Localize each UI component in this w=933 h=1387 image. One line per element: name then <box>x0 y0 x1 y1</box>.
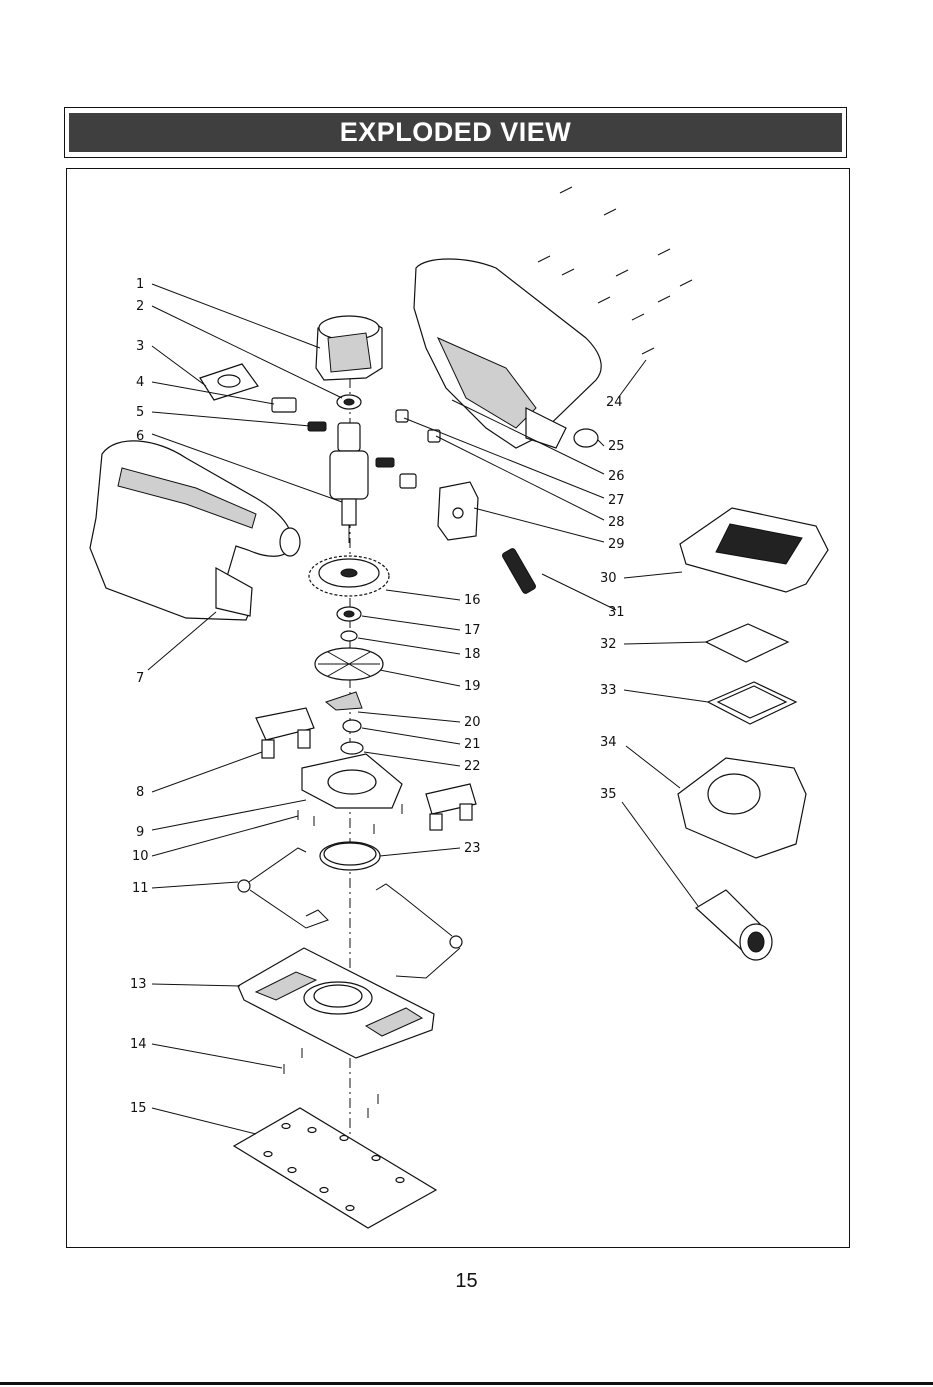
callout-16: 16 <box>464 593 481 608</box>
base-13 <box>238 948 434 1058</box>
callout-7: 7 <box>136 671 144 686</box>
stator <box>316 316 382 380</box>
callout-1: 1 <box>136 277 144 292</box>
callout-17: 17 <box>464 623 481 638</box>
callout-24: 24 <box>606 395 623 410</box>
callout-9: 9 <box>136 825 144 840</box>
callout-28: 28 <box>608 515 625 530</box>
fan-16 <box>309 556 389 596</box>
guide-8 <box>256 708 314 758</box>
spring-12 <box>376 884 462 978</box>
housing-right <box>414 259 601 448</box>
housing-left <box>90 441 300 620</box>
brush-holder-4 <box>272 398 296 412</box>
tube-31 <box>501 548 536 595</box>
filter-32 <box>706 624 788 662</box>
brush-5 <box>308 422 326 431</box>
callout-35: 35 <box>600 787 617 802</box>
adapter-35 <box>696 890 772 960</box>
page-number: 15 <box>0 1270 933 1293</box>
screws-14 <box>284 1048 378 1118</box>
dust-cover-30 <box>680 508 828 592</box>
callout-25: 25 <box>608 439 625 454</box>
callout-10: 10 <box>132 849 149 864</box>
callout-22: 22 <box>464 759 481 774</box>
o-ring-25 <box>574 429 598 447</box>
callout-29: 29 <box>608 537 625 552</box>
leader-lines <box>148 284 708 1134</box>
callout-14: 14 <box>130 1037 147 1052</box>
callout-32: 32 <box>600 637 617 652</box>
counterweight-20 <box>326 692 362 710</box>
callout-15: 15 <box>130 1101 147 1116</box>
callout-5: 5 <box>136 405 144 420</box>
callout-33: 33 <box>600 683 617 698</box>
nut-21 <box>343 720 361 732</box>
callout-4: 4 <box>136 375 144 390</box>
washer-18 <box>341 631 357 641</box>
callout-20: 20 <box>464 715 481 730</box>
callout-34: 34 <box>600 735 617 750</box>
bearing-22 <box>341 742 363 754</box>
callout-31: 31 <box>608 605 625 620</box>
callout-11: 11 <box>132 881 149 896</box>
callout-21: 21 <box>464 737 481 752</box>
guide-8b <box>426 784 476 830</box>
title-frame: EXPLODED VIEW <box>64 107 847 158</box>
callout-13: 13 <box>130 977 147 992</box>
callout-19: 19 <box>464 679 481 694</box>
callout-2: 2 <box>136 299 144 314</box>
sanding-pad-15 <box>234 1108 436 1228</box>
page-title: EXPLODED VIEW <box>69 113 842 152</box>
filter-frame-33 <box>708 682 796 724</box>
armature <box>330 423 368 543</box>
callout-23: 23 <box>464 841 481 856</box>
callout-18: 18 <box>464 647 481 662</box>
callout-26: 26 <box>608 469 625 484</box>
callout-27: 27 <box>608 493 625 508</box>
dust-box-34 <box>678 758 806 858</box>
callout-8: 8 <box>136 785 144 800</box>
spring-11 <box>238 848 328 928</box>
callout-6: 6 <box>136 429 144 444</box>
exploded-view-diagram: 1 2 3 4 5 6 7 8 9 10 11 13 14 15 16 17 1… <box>66 168 850 1248</box>
callout-3: 3 <box>136 339 144 354</box>
bottom-rule <box>0 1382 933 1385</box>
callout-30: 30 <box>600 571 617 586</box>
